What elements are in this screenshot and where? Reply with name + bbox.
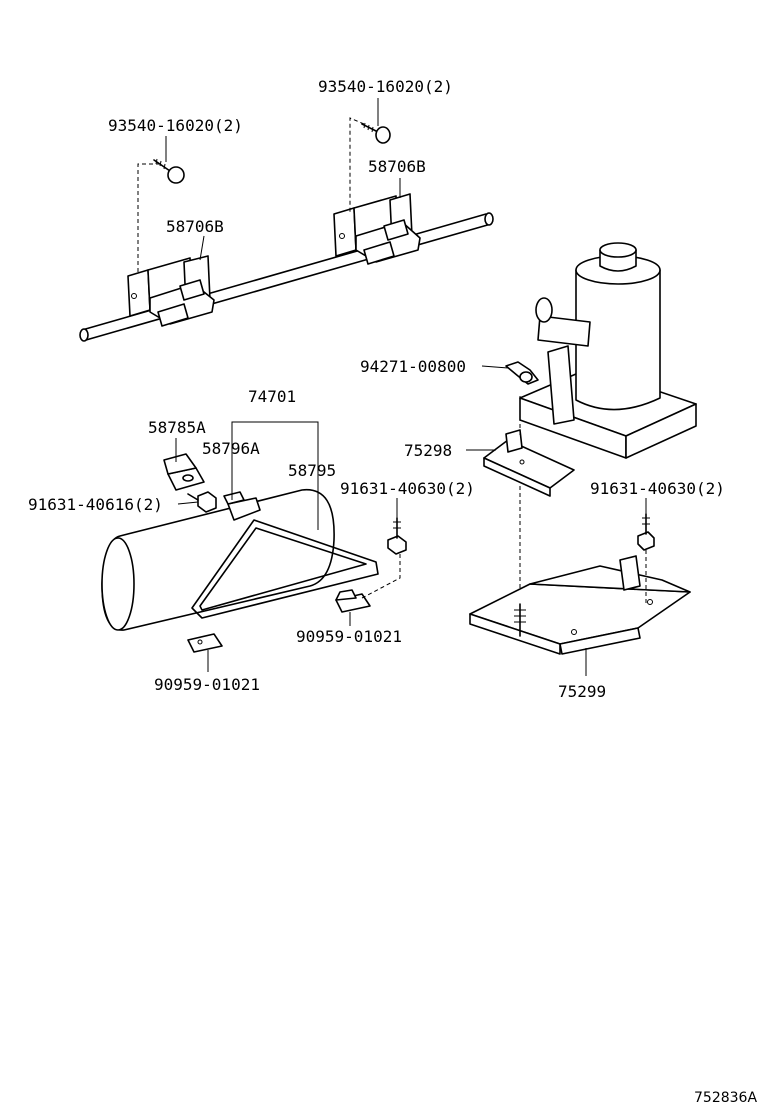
jack[interactable] bbox=[519, 242, 697, 459]
bolt-left[interactable] bbox=[187, 491, 217, 513]
label-jack-bag-set: 74701 bbox=[248, 387, 296, 406]
holder-a[interactable] bbox=[163, 453, 205, 491]
screw-right[interactable] bbox=[361, 122, 391, 144]
clip-left[interactable] bbox=[187, 633, 223, 653]
label-bracket-right: 58706B bbox=[368, 157, 426, 176]
band[interactable] bbox=[191, 519, 379, 619]
label-jack-plate: 75298 bbox=[404, 441, 452, 460]
label-clip-right: 90959-01021 bbox=[296, 627, 402, 646]
label-bolt-right: 91631-40630(2) bbox=[590, 479, 725, 498]
bolt-mid[interactable] bbox=[387, 517, 407, 555]
bracket-left[interactable] bbox=[127, 255, 215, 327]
label-bolt-mid: 91631-40630(2) bbox=[340, 479, 475, 498]
wing-bolt[interactable] bbox=[505, 361, 539, 385]
label-bracket-left: 58706B bbox=[166, 217, 224, 236]
bracket-right[interactable] bbox=[333, 193, 421, 265]
label-holder-a: 58785A bbox=[148, 418, 206, 437]
label-screw-left: 93540-16020(2) bbox=[108, 116, 243, 135]
label-clip-left: 90959-01021 bbox=[154, 675, 260, 694]
tool-bag[interactable] bbox=[101, 489, 335, 631]
label-bolt-left: 91631-40616(2) bbox=[28, 495, 163, 514]
label-band: 58795 bbox=[288, 461, 336, 480]
bolt-right[interactable] bbox=[637, 513, 655, 551]
holder-b[interactable] bbox=[223, 491, 261, 521]
clip-right[interactable] bbox=[335, 589, 371, 613]
label-jack-bracket: 75299 bbox=[558, 682, 606, 701]
screw-left[interactable] bbox=[153, 158, 185, 184]
jack-bracket[interactable] bbox=[469, 555, 691, 655]
label-wing-bolt: 94271-00800 bbox=[360, 357, 466, 376]
label-holder-b: 58796A bbox=[202, 439, 260, 458]
label-screw-right: 93540-16020(2) bbox=[318, 77, 453, 96]
label-reference-number: 752836A bbox=[694, 1090, 757, 1106]
jack-plate[interactable] bbox=[483, 429, 575, 497]
